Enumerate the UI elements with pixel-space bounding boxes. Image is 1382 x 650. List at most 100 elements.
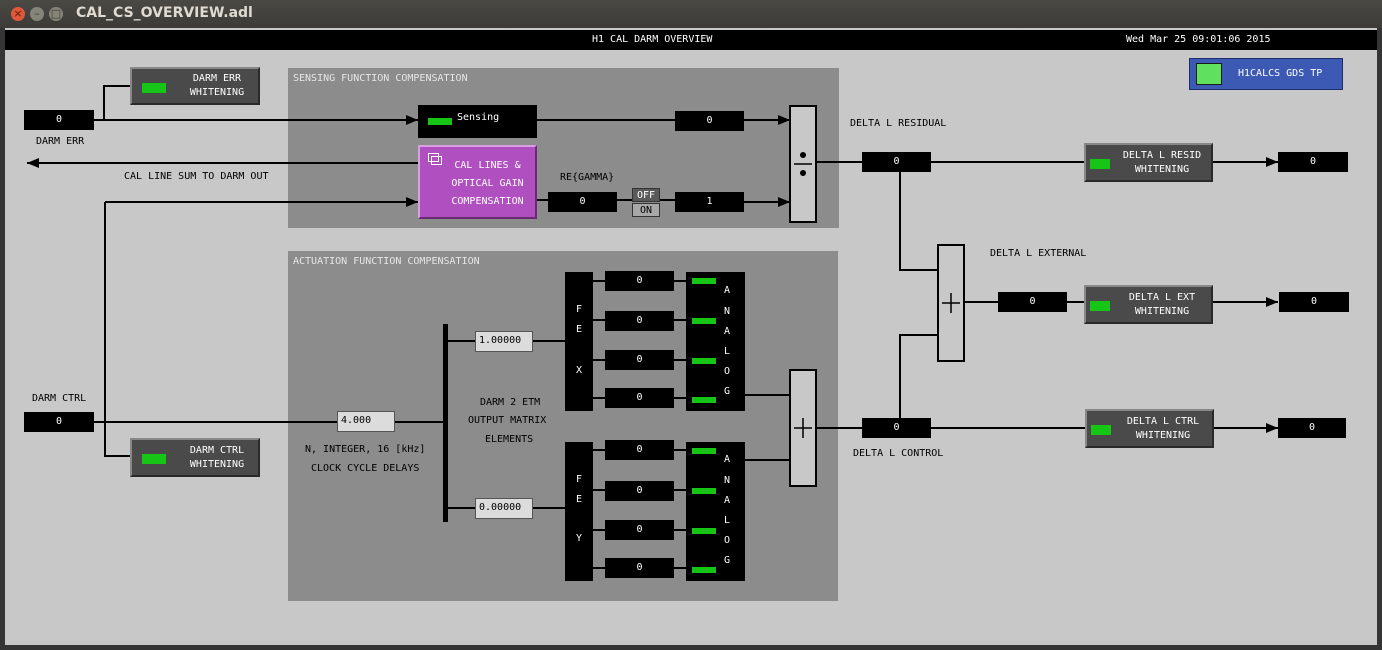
gds-tp-button[interactable]: H1CALCS GDS TP xyxy=(1189,58,1343,90)
on-toggle[interactable]: ON xyxy=(632,203,660,217)
cal-lines-line3: COMPENSATION xyxy=(451,196,524,207)
screen-title: H1 CAL DARM OVERVIEW xyxy=(592,34,713,45)
analog-letter: O xyxy=(723,366,731,377)
status-led xyxy=(692,397,716,403)
darm-ctrl-whitening-button[interactable]: DARM CTRL WHITENING xyxy=(130,438,260,477)
etmy-value-2: 0 xyxy=(605,481,674,501)
analog-letter: O xyxy=(723,535,731,546)
fex-block: F E X xyxy=(565,272,593,411)
related-display-icon xyxy=(428,153,439,162)
delay-label-line1: N, INTEGER, 16 [kHz] xyxy=(305,444,426,455)
status-led xyxy=(142,454,166,464)
ext-whitening-line1: DELTA L EXT xyxy=(1128,292,1196,303)
delay-label-line2: CLOCK CYCLE DELAYS xyxy=(311,463,420,474)
cal-lines-button[interactable]: CAL LINES & OPTICAL GAIN COMPENSATION xyxy=(418,145,537,219)
etmy-value-1: 0 xyxy=(605,440,674,460)
analog-letter: A xyxy=(723,454,731,465)
header-datetime: Wed Mar 25 09:01:06 2015 xyxy=(1126,34,1271,45)
status-led xyxy=(692,528,716,534)
fey-letter: F xyxy=(575,474,583,485)
analog-letter: L xyxy=(723,515,731,526)
delta-l-resid-out: 0 xyxy=(1278,152,1348,172)
etmy-gain-input[interactable]: 0.00000 xyxy=(475,498,533,519)
delta-l-control-value: 0 xyxy=(862,418,931,438)
fex-letter: X xyxy=(575,365,583,376)
etmy-value-3: 0 xyxy=(605,520,674,540)
matrix-label-line2: OUTPUT MATRIX xyxy=(468,415,547,426)
analog-y-block: A N A L O G xyxy=(686,442,745,581)
etmx-gain-input[interactable]: 1.00000 xyxy=(475,331,533,352)
analog-letter: G xyxy=(723,386,731,397)
darm-err-whitening-line2: WHITENING xyxy=(189,87,245,98)
sensing-button[interactable]: Sensing xyxy=(418,105,537,138)
minimize-icon[interactable]: – xyxy=(30,7,44,21)
delta-l-residual-label: DELTA L RESIDUAL xyxy=(850,118,947,129)
status-led xyxy=(692,448,716,454)
darm-ctrl-whitening-line1: DARM CTRL xyxy=(189,445,245,456)
delta-l-ext-whitening-button[interactable]: DELTA L EXT WHITENING xyxy=(1084,285,1213,324)
analog-letter: L xyxy=(723,346,731,357)
analog-letter: N xyxy=(723,306,731,317)
sensing-panel-title: SENSING FUNCTION COMPENSATION xyxy=(293,73,468,84)
etmx-value-4: 0 xyxy=(605,388,674,408)
analog-letter: G xyxy=(723,555,731,566)
darm-err-whitening-button[interactable]: DARM ERR WHITENING xyxy=(130,67,260,105)
gamma-output-value: 1 xyxy=(675,192,744,212)
delta-l-ext-out: 0 xyxy=(1279,292,1349,312)
fey-letter: E xyxy=(575,494,583,505)
delta-l-control-label: DELTA L CONTROL xyxy=(853,448,944,459)
etmx-value-1: 0 xyxy=(605,271,674,291)
analog-x-block: A N A L O G xyxy=(686,272,745,411)
status-led xyxy=(1196,63,1222,85)
analog-letter: A xyxy=(723,326,731,337)
regamma-label: RE{GAMMA} xyxy=(560,172,615,183)
status-led xyxy=(692,488,716,494)
resid-whitening-line2: WHITENING xyxy=(1134,164,1190,175)
delay-input[interactable]: 4.000 xyxy=(337,411,395,432)
status-led xyxy=(1090,301,1110,311)
fey-block: F E Y xyxy=(565,442,593,581)
maximize-icon[interactable]: □ xyxy=(49,7,63,21)
related-display-icon-back xyxy=(431,156,442,165)
close-icon[interactable]: × xyxy=(11,7,25,21)
sensing-output-value: 0 xyxy=(675,111,744,131)
darm-err-value: 0 xyxy=(24,110,94,130)
status-led xyxy=(1091,425,1111,435)
resid-whitening-line1: DELTA L RESID xyxy=(1122,150,1202,161)
darm-ctrl-whitening-line2: WHITENING xyxy=(189,459,245,470)
darm-err-label: DARM ERR xyxy=(36,136,85,147)
analog-letter: A xyxy=(723,285,731,296)
matrix-label-line3: ELEMENTS xyxy=(485,434,534,445)
header-bar xyxy=(5,30,1377,50)
fey-letter: Y xyxy=(575,533,583,544)
window-titlebar[interactable] xyxy=(0,0,1382,28)
delta-l-ctrl-whitening-button[interactable]: DELTA L CTRL WHITENING xyxy=(1085,409,1214,448)
status-led xyxy=(142,83,166,93)
status-led xyxy=(692,318,716,324)
delta-l-external-label: DELTA L EXTERNAL xyxy=(990,248,1087,259)
darm-ctrl-label: DARM CTRL xyxy=(32,393,87,404)
delta-l-resid-whitening-button[interactable]: DELTA L RESID WHITENING xyxy=(1084,143,1213,182)
delta-l-ctrl-out: 0 xyxy=(1278,418,1346,438)
cal-line-sum-label: CAL LINE SUM TO DARM OUT xyxy=(124,171,269,182)
etmy-value-4: 0 xyxy=(605,558,674,578)
matrix-label-line1: DARM 2 ETM xyxy=(480,397,541,408)
etmx-value-3: 0 xyxy=(605,350,674,370)
darm-ctrl-value: 0 xyxy=(24,412,94,432)
etmx-value-2: 0 xyxy=(605,311,674,331)
analog-letter: A xyxy=(723,495,731,506)
darm-err-whitening-line1: DARM ERR xyxy=(192,73,242,84)
cal-lines-line2: OPTICAL GAIN xyxy=(451,178,524,189)
window-title: CAL_CS_OVERVIEW.adl xyxy=(76,5,253,21)
status-led xyxy=(692,358,716,364)
sensing-label: Sensing xyxy=(457,112,500,123)
actuation-panel-title: ACTUATION FUNCTION COMPENSATION xyxy=(293,256,480,267)
gds-tp-label: H1CALCS GDS TP xyxy=(1238,68,1323,79)
status-led xyxy=(428,118,452,125)
status-led xyxy=(692,278,716,284)
off-toggle[interactable]: OFF xyxy=(632,188,660,202)
ctrl-whitening-line2: WHITENING xyxy=(1135,430,1191,441)
fex-letter: F xyxy=(575,304,583,315)
fex-letter: E xyxy=(575,324,583,335)
